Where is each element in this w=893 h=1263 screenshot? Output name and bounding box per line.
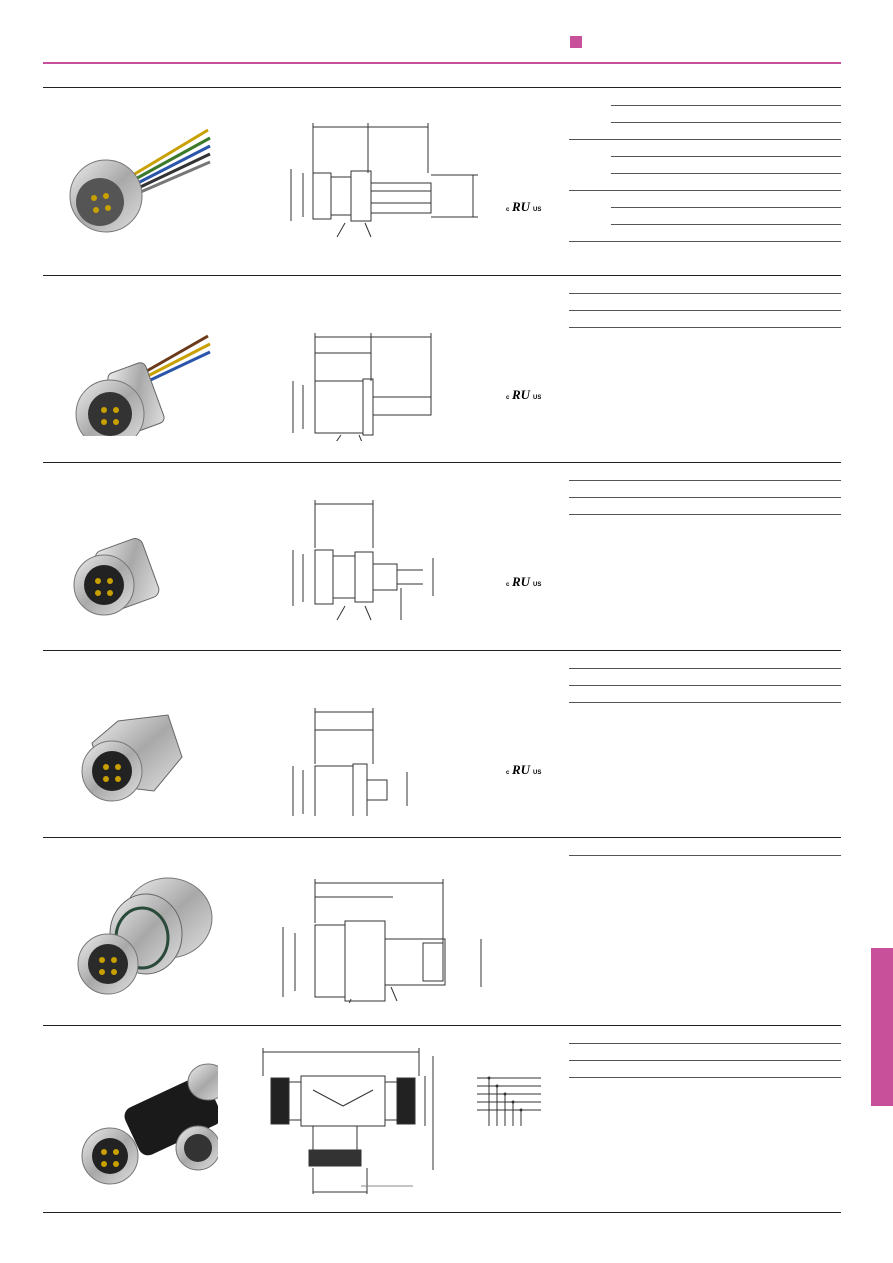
svg-text:c: c <box>506 395 510 401</box>
specification-lines <box>569 463 841 523</box>
panel-mount-male-connector-with-wires-photo <box>75 334 211 436</box>
svg-text:US: US <box>533 395 541 401</box>
product-row-6 <box>43 1025 841 1213</box>
product-row-3: c RU US <box>43 462 841 650</box>
header-marker-square <box>570 36 582 48</box>
svg-text:RU: RU <box>511 574 531 589</box>
svg-text:RU: RU <box>511 387 531 402</box>
product-row-2: c RU US <box>43 275 841 462</box>
specification-lines <box>569 651 841 711</box>
dimension-drawing <box>262 1048 434 1194</box>
header-rule <box>43 62 841 64</box>
specification-lines <box>569 88 841 248</box>
svg-text:US: US <box>533 770 541 776</box>
svg-text:c: c <box>506 770 510 776</box>
dimension-drawing <box>292 500 434 621</box>
dimension-drawing <box>292 333 432 441</box>
curus-mark-icon: c RU US <box>506 762 541 777</box>
svg-text:c: c <box>506 582 510 588</box>
section-side-tab <box>871 948 893 1106</box>
specification-lines <box>569 1026 841 1086</box>
dimension-drawing <box>292 708 408 816</box>
product-row-1: c RU US <box>43 87 841 275</box>
dimension-drawing <box>282 879 482 1003</box>
product-row-5 <box>43 837 841 1025</box>
panel-mount-connector-hex-nut-photo <box>81 714 183 802</box>
panel-mount-connector-pcb-photo <box>73 538 160 616</box>
t-splitter-connector-photo <box>81 1063 218 1185</box>
feed-through-connector-photo <box>77 877 213 995</box>
product-row-4: c RU US <box>43 650 841 837</box>
svg-text:RU: RU <box>511 199 531 214</box>
svg-text:US: US <box>533 207 541 213</box>
dimension-drawing <box>290 123 478 238</box>
panel-mount-connector-with-wires-photo <box>69 128 211 233</box>
specification-lines <box>569 276 841 336</box>
curus-mark-icon: c RU US <box>506 574 541 589</box>
specification-lines <box>569 838 841 868</box>
svg-text:RU: RU <box>511 762 531 777</box>
curus-mark-icon: c RU US <box>506 387 541 402</box>
svg-text:c: c <box>506 207 510 213</box>
svg-text:US: US <box>533 582 541 588</box>
curus-mark-icon: c RU US <box>506 199 541 214</box>
wiring-schematic <box>477 1076 541 1126</box>
